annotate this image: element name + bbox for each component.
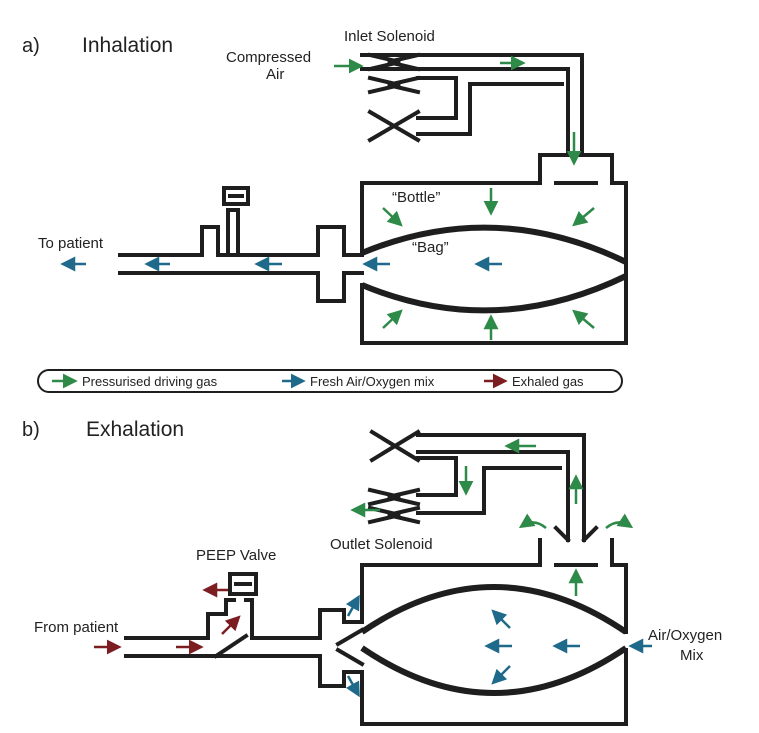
inlet-solenoid-label: Inlet Solenoid — [344, 28, 435, 45]
bottle-chamber-exhalation — [360, 538, 628, 726]
air-oxygen-mix-label-line2: Mix — [680, 647, 704, 664]
legend-box — [37, 369, 623, 393]
panel-inhalation: a) Inhalation Compressed Air Inlet Solen… — [22, 28, 628, 345]
outlet-piping — [416, 433, 599, 543]
legend: Pressurised driving gas Fresh Air/Oxygen… — [37, 369, 623, 393]
panel-exhalation: b) Exhalation Outlet Solenoid PEEP Valve… — [22, 418, 722, 726]
panel-a-title: Inhalation — [82, 34, 173, 57]
patient-inlet-piping — [124, 572, 365, 688]
compressed-air-label-line1: Compressed — [226, 49, 311, 66]
compressed-air-label-line2: Air — [266, 66, 284, 83]
patient-outlet-piping — [118, 186, 364, 303]
from-patient-label: From patient — [34, 619, 119, 636]
panel-a-letter: a) — [22, 35, 40, 57]
arrow-exhaled-gas — [94, 582, 241, 655]
arrow-driving-inlet — [334, 55, 582, 166]
arrow-driving-exhaust — [350, 438, 634, 596]
panel-b-title: Exhalation — [86, 418, 184, 441]
arrow-driving-bottle — [382, 188, 595, 340]
outlet-solenoid-valve — [367, 429, 421, 525]
inlet-solenoid-valve — [367, 52, 421, 143]
peep-valve-label: PEEP Valve — [196, 547, 276, 564]
outlet-solenoid-label: Outlet Solenoid — [330, 536, 433, 553]
panel-b-letter: b) — [22, 419, 40, 441]
bottle-chamber — [360, 153, 628, 345]
bag-label: “Bag” — [412, 239, 449, 256]
legend-fresh-label: Fresh Air/Oxygen mix — [310, 374, 435, 389]
inlet-piping — [360, 53, 584, 157]
legend-driving-label: Pressurised driving gas — [82, 374, 218, 389]
legend-exhaled-label: Exhaled gas — [512, 374, 584, 389]
arrow-fresh-gas-exhalation — [345, 594, 652, 698]
bottle-label: “Bottle” — [392, 189, 440, 206]
to-patient-label: To patient — [38, 235, 104, 252]
air-oxygen-mix-label-line1: Air/Oxygen — [648, 627, 722, 644]
